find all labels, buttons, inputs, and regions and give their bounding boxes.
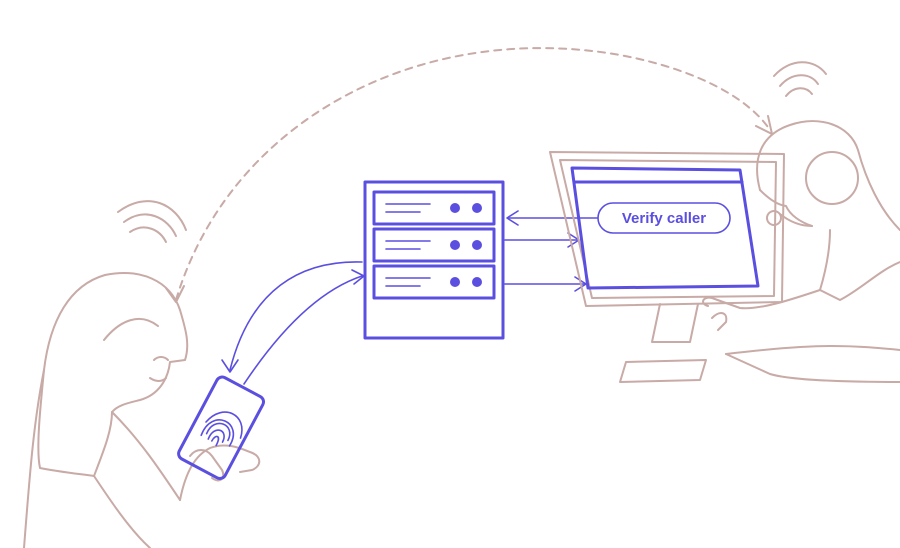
- server-icon: [363, 180, 505, 340]
- agent-sound-wave-icon: [773, 61, 827, 97]
- server-unit: [372, 190, 496, 226]
- voice-connection-arc: [165, 47, 773, 303]
- caller-person: [23, 272, 261, 548]
- fingerprint-icon: [200, 411, 243, 447]
- server-unit: [372, 264, 496, 300]
- agent-person: [702, 120, 900, 383]
- verify-caller-label: Verify caller: [622, 210, 706, 227]
- server-unit: [372, 227, 496, 263]
- monitor-icon: [549, 151, 785, 383]
- verify-caller-button[interactable]: Verify caller: [597, 202, 731, 234]
- sound-wave-icon: [117, 200, 187, 243]
- phone-device: [177, 375, 265, 480]
- phone-server-arrows: [221, 261, 365, 385]
